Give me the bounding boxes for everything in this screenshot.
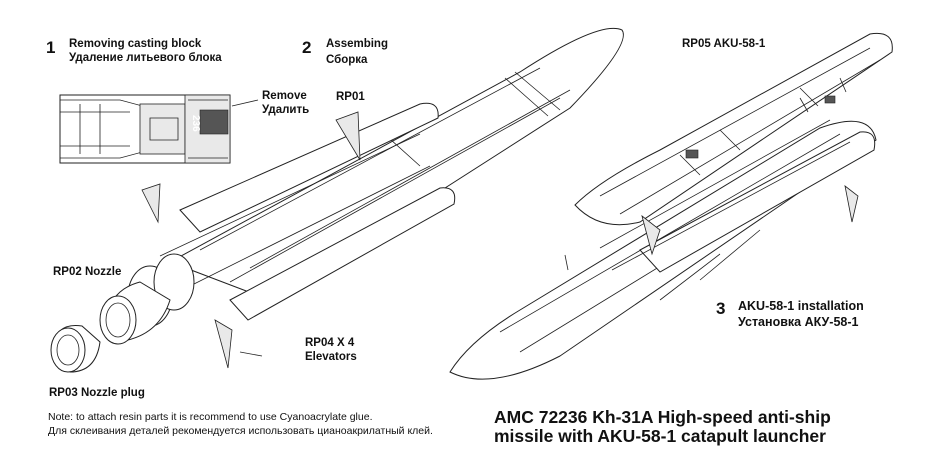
glue-note-ru: Для склеивания деталей рекомендуется исп… xyxy=(48,425,433,437)
step1-number: 1 xyxy=(46,38,56,57)
part-rp04-label: RP04 X 4 xyxy=(305,337,355,349)
step3-number: 3 xyxy=(716,299,726,318)
step1-title-ru: Удаление литьевого блока xyxy=(69,52,222,64)
step1-title-en: Removing casting block xyxy=(69,38,202,50)
nozzle-plug-drawing xyxy=(50,324,101,373)
remove-label-en: Remove xyxy=(262,90,307,102)
nozzle-drawing xyxy=(99,281,171,345)
step3-title-ru: Установка АКУ-58-1 xyxy=(738,315,859,329)
part-rp02-label: RP02 Nozzle xyxy=(53,266,122,278)
part-rp03-label: RP03 Nozzle plug xyxy=(49,387,145,399)
product-title-line2: missile with AKU-58-1 catapult launcher xyxy=(494,426,826,446)
installed-missile-drawing xyxy=(449,119,877,380)
part-rp05-label: RP05 AKU-58-1 xyxy=(682,38,766,50)
casting-block-drawing xyxy=(59,94,259,164)
missile-body-drawing xyxy=(127,27,624,369)
casting-block-id: 236 xyxy=(190,115,201,132)
step3-title-en: AKU-58-1 installation xyxy=(738,299,864,313)
step2-title-en: Assembing xyxy=(326,38,388,50)
remove-label-ru: Удалить xyxy=(262,104,310,116)
part-rp01-label: RP01 xyxy=(336,91,365,103)
part-rp04-sublabel: Elevators xyxy=(305,351,357,363)
launcher-drawing xyxy=(574,32,893,226)
step2-title-ru: Сборка xyxy=(326,54,368,66)
glue-note-en: Note: to attach resin parts it is recomm… xyxy=(48,411,373,423)
product-title-line1: AMC 72236 Kh-31A High-speed anti-ship xyxy=(494,407,831,427)
step2-number: 2 xyxy=(302,38,312,57)
